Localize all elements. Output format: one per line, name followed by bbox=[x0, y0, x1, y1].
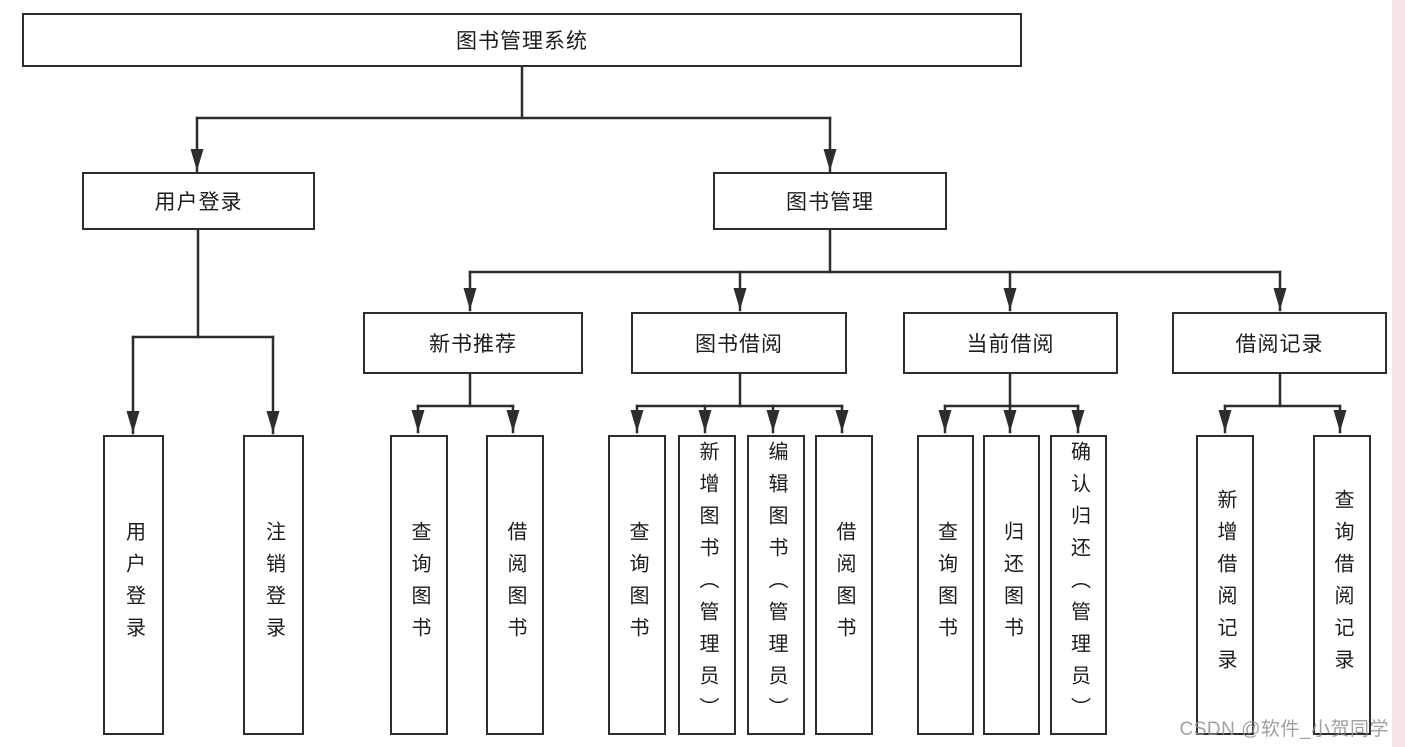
node-user-login-branch: 用户登录 bbox=[82, 172, 315, 230]
right-edge-strip bbox=[1392, 0, 1405, 747]
node-new-book-recommend: 新书推荐 bbox=[363, 312, 583, 374]
node-current-borrow: 当前借阅 bbox=[903, 312, 1118, 374]
leaf-bb-add-book-admin: 新增图书（管理员） bbox=[678, 435, 736, 735]
leaf-logout: 注销登录 bbox=[243, 435, 304, 735]
node-root-system: 图书管理系统 bbox=[22, 13, 1022, 67]
leaf-bb-edit-book-admin: 编辑图书（管理员） bbox=[747, 435, 805, 735]
node-book-borrow: 图书借阅 bbox=[631, 312, 847, 374]
leaf-cb-confirm-return-admin: 确认归还（管理员） bbox=[1050, 435, 1107, 735]
csdn-watermark: CSDN @软件_小贺同学 bbox=[1179, 719, 1389, 740]
leaf-br-add-record: 新增借阅记录 bbox=[1196, 435, 1254, 735]
node-book-management-branch: 图书管理 bbox=[713, 172, 947, 230]
leaf-br-query-record: 查询借阅记录 bbox=[1313, 435, 1371, 735]
node-borrow-records: 借阅记录 bbox=[1172, 312, 1387, 374]
leaf-bb-query-book: 查询图书 bbox=[608, 435, 666, 735]
leaf-user-login: 用户登录 bbox=[103, 435, 164, 735]
leaf-bb-borrow-book: 借阅图书 bbox=[815, 435, 873, 735]
leaf-cb-query-book: 查询图书 bbox=[917, 435, 974, 735]
leaf-nbr-borrow-book: 借阅图书 bbox=[486, 435, 544, 735]
leaf-cb-return-book: 归还图书 bbox=[983, 435, 1040, 735]
leaf-nbr-query-book: 查询图书 bbox=[390, 435, 448, 735]
